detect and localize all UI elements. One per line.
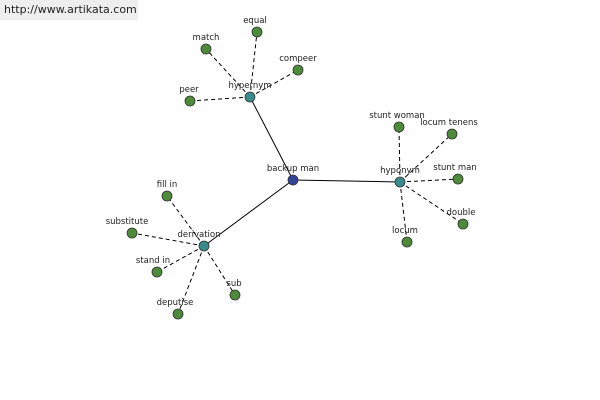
edge-derivation-deputise (177, 245, 205, 315)
leaf-label: fill in (157, 180, 178, 190)
leaf-node-stunt-woman[interactable]: stunt woman (369, 111, 425, 133)
leaf-label: peer (179, 85, 199, 95)
leaf-label: substitute (106, 217, 149, 227)
leaf-label: sub (226, 279, 241, 289)
source-url-banner[interactable]: http://www.artikata.com (0, 0, 138, 20)
leaf-label: locum (392, 226, 418, 236)
edge-hyponym-locum-tenens (399, 133, 453, 183)
leaf-node-match[interactable]: match (193, 33, 220, 55)
relation-node-hypernym[interactable]: hypernym (228, 81, 272, 103)
leaf-dot[interactable] (292, 64, 304, 76)
leaf-node-compeer[interactable]: compeer (279, 54, 317, 76)
relation-label: hypernym (228, 81, 271, 91)
edge-hyponym-stunt-woman (398, 126, 401, 183)
relation-label: derivation (177, 230, 220, 240)
leaf-dot[interactable] (457, 218, 469, 230)
edge-hypernym-equal (249, 31, 258, 98)
leaf-node-fill-in[interactable]: fill in (157, 180, 178, 202)
leaf-node-double[interactable]: double (447, 208, 476, 230)
leaf-dot[interactable] (401, 236, 413, 248)
leaf-node-locum-tenens[interactable]: locum tenens (420, 118, 478, 140)
leaf-label: double (447, 208, 476, 218)
edge-hyponym-double (399, 181, 464, 225)
edge-center-derivation (203, 179, 294, 247)
edge-derivation-fill-in (166, 195, 205, 247)
edges-layer (131, 31, 464, 315)
edge-center-hyponym (292, 179, 401, 183)
center-label: backup man (267, 164, 319, 174)
relation-label: hyponym (380, 166, 420, 176)
leaf-dot[interactable] (393, 121, 405, 133)
leaf-node-stunt-man[interactable]: stunt man (433, 163, 477, 185)
leaf-label: locum tenens (420, 118, 478, 128)
leaf-node-peer[interactable]: peer (179, 85, 199, 107)
edge-derivation-stand-in (156, 245, 205, 273)
center-dot[interactable] (287, 174, 299, 186)
leaf-dot[interactable] (126, 227, 138, 239)
leaf-dot[interactable] (161, 190, 173, 202)
leaf-node-locum[interactable]: locum (392, 226, 418, 248)
edge-hypernym-compeer (249, 69, 299, 98)
edge-derivation-substitute (131, 232, 205, 247)
relation-dot[interactable] (244, 91, 256, 103)
leaf-label: stunt woman (369, 111, 425, 121)
leaf-label: compeer (279, 54, 317, 64)
leaf-node-substitute[interactable]: substitute (106, 217, 149, 239)
relation-dot[interactable] (198, 240, 210, 252)
leaf-dot[interactable] (452, 173, 464, 185)
relation-dot[interactable] (394, 176, 406, 188)
leaf-dot[interactable] (229, 289, 241, 301)
leaf-dot[interactable] (251, 26, 263, 38)
leaf-label: deputise (157, 298, 194, 308)
leaf-dot[interactable] (446, 128, 458, 140)
edge-hyponym-locum (399, 181, 408, 243)
leaf-node-deputise[interactable]: deputise (157, 298, 194, 320)
leaf-dot[interactable] (172, 308, 184, 320)
leaf-label: match (193, 33, 220, 43)
edge-center-hypernym (249, 96, 294, 181)
leaf-node-sub[interactable]: sub (226, 279, 242, 301)
leaf-dot[interactable] (200, 43, 212, 55)
leaf-label: equal (243, 16, 267, 26)
leaf-label: stand in (136, 256, 170, 266)
center-node-backup-man[interactable]: backup man (267, 164, 319, 186)
leaf-dot[interactable] (151, 266, 163, 278)
relation-node-derivation[interactable]: derivation (177, 230, 221, 252)
edge-hypernym-peer (189, 96, 251, 102)
leaf-node-stand-in[interactable]: stand in (136, 256, 170, 278)
edge-hyponym-stunt-man (399, 178, 459, 183)
leaf-dot[interactable] (184, 95, 196, 107)
relation-node-hyponym[interactable]: hyponym (380, 166, 420, 188)
leaf-label: stunt man (433, 163, 476, 173)
edge-derivation-sub (203, 245, 236, 296)
edge-hypernym-match (205, 48, 251, 98)
leaf-node-equal[interactable]: equal (243, 16, 267, 38)
